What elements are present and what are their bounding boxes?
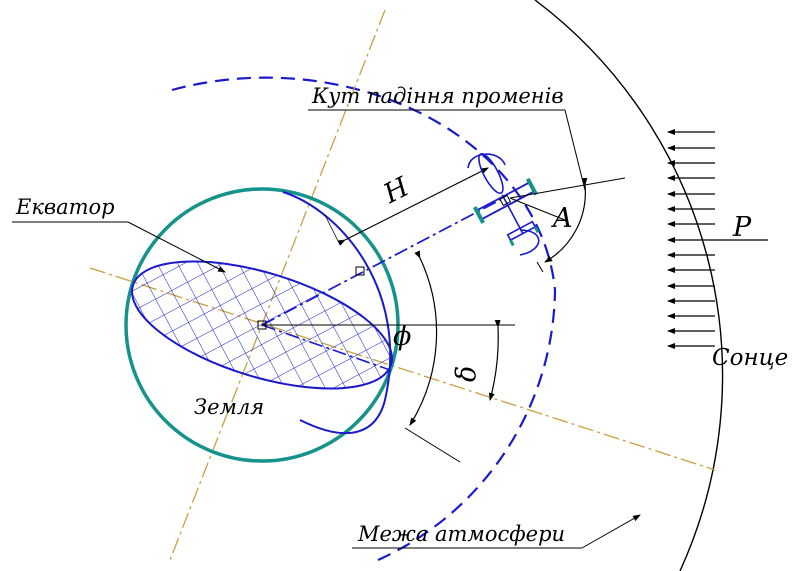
delta-label: δ xyxy=(451,366,482,382)
height-ext-1 xyxy=(324,214,341,246)
angle-a-label: A xyxy=(550,203,573,234)
equator-label: Екватор xyxy=(15,195,115,219)
tail-curve xyxy=(519,229,540,256)
atmosphere-leader xyxy=(581,514,641,549)
height-label: H xyxy=(378,171,414,210)
center-dashdot-down xyxy=(261,324,391,371)
sun-boundary-arc xyxy=(534,0,724,571)
angle-incidence-label: Кут падіння променів xyxy=(311,84,564,108)
angle-a-tick xyxy=(536,261,544,273)
sun-rays xyxy=(667,129,768,349)
earth-label: Земля xyxy=(194,395,264,419)
phi-arc xyxy=(409,250,438,426)
phi-ext xyxy=(404,427,461,463)
phi-label: ϕ xyxy=(393,321,411,352)
force-p-label: P xyxy=(732,212,752,243)
meridian-arc xyxy=(282,191,392,434)
equator-leader xyxy=(127,221,226,273)
angle-incidence-leader xyxy=(564,109,586,191)
center-to-aircraft-line xyxy=(261,199,501,326)
atmosphere-boundary-label: Межа атмосфери xyxy=(357,522,565,546)
sun-label: Сонце xyxy=(712,345,788,371)
propeller-arc xyxy=(467,153,506,169)
delta-arc xyxy=(488,319,501,401)
polar-axis-line xyxy=(169,9,386,561)
aircraft xyxy=(472,153,540,247)
angle-a-arc xyxy=(544,177,588,263)
equator-ellipse xyxy=(131,260,393,390)
height-dimension-line xyxy=(337,167,489,246)
surface-marker xyxy=(355,266,365,276)
center-marker xyxy=(257,320,267,330)
atmosphere-boundary-arc xyxy=(171,76,557,562)
